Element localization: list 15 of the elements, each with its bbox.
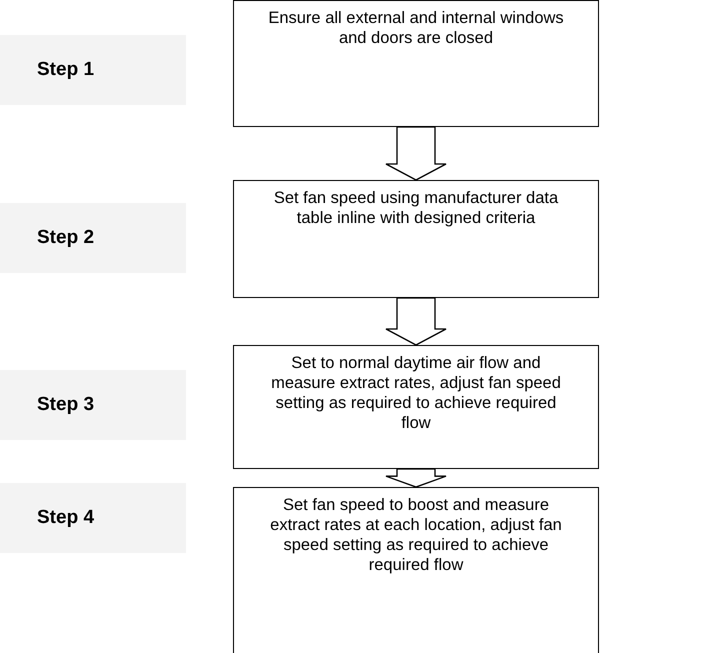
step-label: Step 2 [37,227,94,249]
process-box [233,487,599,653]
block-arrow [385,126,447,181]
block-arrow [385,468,447,488]
process-box [233,180,599,298]
step-description: Set fan speed using manufacturer data table inline with designed criteria [272,188,560,229]
step-description: Ensure all external and internal windows and doors are closed [267,8,565,49]
step-label: Step 3 [37,394,94,416]
process-box [233,0,599,127]
step-description: Set to normal daytime air flow and measure extract rates, adjust fan speed setting as required to achieve required flow [270,353,562,434]
step-label: Step 4 [37,507,94,529]
process-box [233,345,599,469]
step-label: Step 1 [37,59,94,81]
block-arrow [385,297,447,346]
step-description: Set fan speed to boost and measure extract rates at each location, adjust fan speed setting as required to achieve required flow [269,495,563,576]
